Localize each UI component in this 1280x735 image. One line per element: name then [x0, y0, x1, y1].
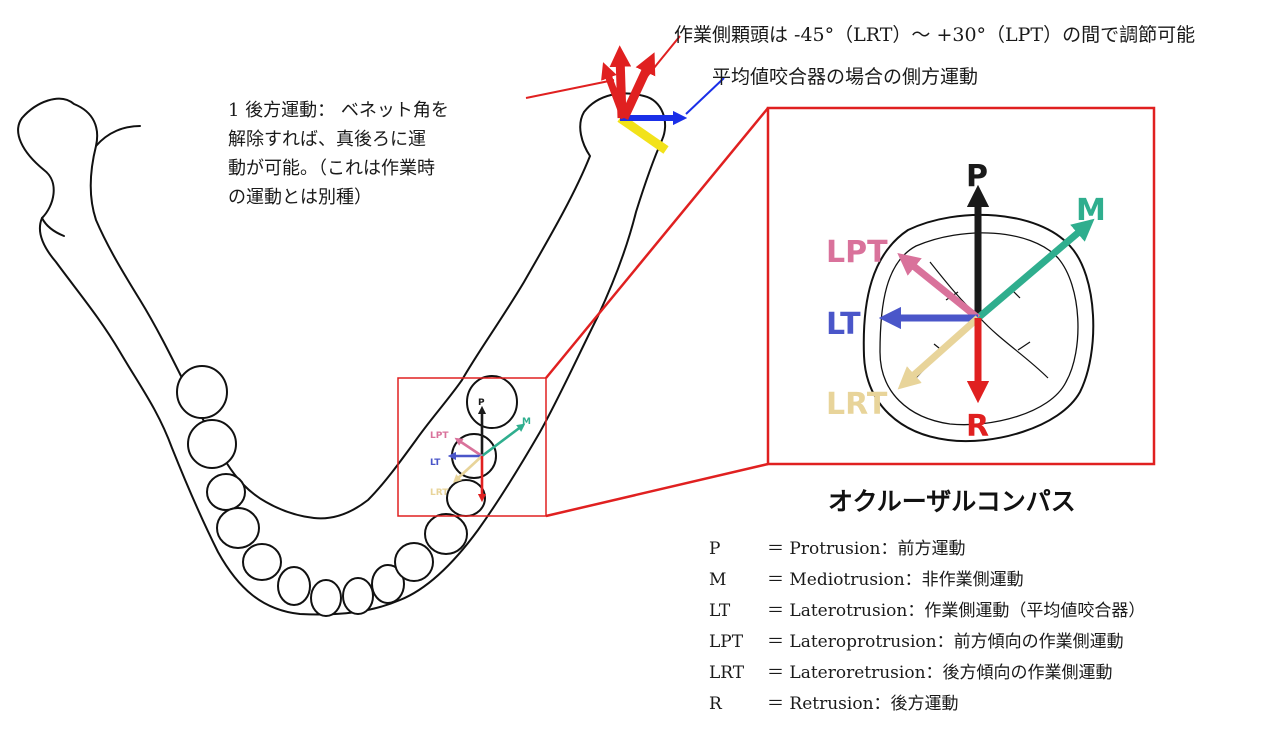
retrusion-note-line: 動が可能。（これは作業時: [228, 158, 435, 179]
retrusion-note: 1 後方運動： ベネット角を 解除すれば、真後ろに運 動が可能。（これは作業時 …: [228, 96, 520, 212]
large-compass-labels: P M LPT LT LRT R: [826, 159, 1106, 444]
legend-item: LPT ＝ Lateroprotrusion：前方傾向の作業側運動: [709, 627, 1145, 658]
legend: P ＝ Protrusion：前方運動 M ＝ Mediotrusion：非作業側運…: [709, 534, 1145, 720]
legend-abbr: P: [709, 539, 721, 559]
retrusion-note-line: 解除すれば、真後ろに運: [228, 129, 426, 150]
large-label-P: P: [966, 159, 988, 194]
legend-text: ＝ Lateroretrusion：後方傾向の作業側運動: [767, 663, 1113, 683]
zoom-connector-bottom: [545, 462, 769, 518]
legend-abbr: M: [709, 570, 727, 590]
premolar-right-2: [446, 479, 486, 517]
small-label-LT: LT: [430, 458, 441, 468]
average-callout-line: [685, 77, 725, 115]
legend-text: ＝ Lateroprotrusion：前方傾向の作業側運動: [767, 632, 1124, 652]
retrusion-callout-line: [525, 79, 615, 99]
legend-item: M ＝ Mediotrusion：非作業側運動: [709, 565, 1145, 596]
legend-abbr: LPT: [709, 632, 744, 652]
small-label-M: M: [522, 417, 531, 427]
condyle-arrows: [601, 45, 688, 154]
large-label-LRT: LRT: [826, 387, 888, 422]
premolar-right-1: [424, 513, 468, 555]
molar-left-1: [176, 365, 228, 419]
legend-item: R ＝ Retrusion：後方運動: [709, 689, 1145, 720]
small-label-LRT: LRT: [430, 488, 449, 498]
compass-title: オクルーザルコンパス: [828, 487, 1076, 516]
incisor-1: [277, 566, 311, 606]
incisor-3: [342, 577, 374, 615]
range-callout-line: [635, 35, 681, 91]
teeth: [176, 365, 518, 617]
legend-item: LT ＝ Laterotrusion：作業側運動（平均値咬合器）: [709, 596, 1145, 627]
large-arrow-LPT: [897, 252, 981, 321]
legend-text: ＝ Laterotrusion：作業側運動（平均値咬合器）: [767, 601, 1146, 621]
legend-abbr: R: [709, 694, 722, 714]
coronoid-notch: [41, 217, 65, 237]
legend-text: ＝ Mediotrusion：非作業側運動: [767, 570, 1024, 590]
small-compass-labels: P M LPT LT LRT: [430, 398, 531, 498]
legend-item: LRT ＝ Lateroretrusion：後方傾向の作業側運動: [709, 658, 1145, 689]
canine-left: [242, 543, 282, 581]
large-label-R: R: [966, 409, 989, 444]
large-label-M: M: [1076, 193, 1106, 228]
legend-abbr: LRT: [709, 663, 745, 683]
ramus-ridge: [95, 125, 141, 147]
small-compass: [447, 405, 526, 503]
large-arrow-LRT: [897, 315, 981, 390]
average-articulator-note: 平均値咬合器の場合の側方運動: [712, 66, 979, 88]
legend-text: ＝ Retrusion：後方運動: [767, 694, 959, 714]
zoom-box-small: [397, 377, 547, 517]
large-label-LT: LT: [826, 307, 861, 342]
molar-left-2: [187, 419, 237, 469]
small-arrow-M: [481, 423, 526, 458]
legend-text: ＝ Protrusion：前方運動: [767, 539, 966, 559]
condyle-arrow-yellow: [617, 114, 669, 154]
small-label-P: P: [478, 398, 485, 408]
small-label-LPT: LPT: [430, 431, 449, 441]
zoom-box-large: [766, 106, 1156, 466]
legend-abbr: LT: [709, 601, 731, 621]
incisor-2: [310, 579, 342, 617]
retrusion-note-line: 1 後方運動： ベネット角を: [228, 100, 449, 121]
condyle-arrow-red-3: [601, 62, 628, 120]
small-arrow-LRT: [452, 455, 483, 483]
small-arrow-LPT: [454, 437, 483, 458]
molar-right-2: [466, 375, 518, 429]
retrusion-note-line: の運動とは別種）: [228, 187, 372, 208]
premolar-left-2: [216, 507, 260, 549]
large-arrow-M: [975, 218, 1095, 321]
large-label-LPT: LPT: [826, 235, 888, 270]
premolar-left-1: [206, 473, 246, 511]
large-compass: [878, 184, 1095, 404]
working-condyle-range-note: 作業側顆頭は -45°（LRT）～ +30°（LPT）の間で調節可能: [674, 24, 1196, 46]
legend-item: P ＝ Protrusion：前方運動: [709, 534, 1145, 565]
incisor-4: [371, 564, 405, 604]
zoom-connector-top: [545, 107, 769, 379]
canine-right: [394, 542, 434, 582]
